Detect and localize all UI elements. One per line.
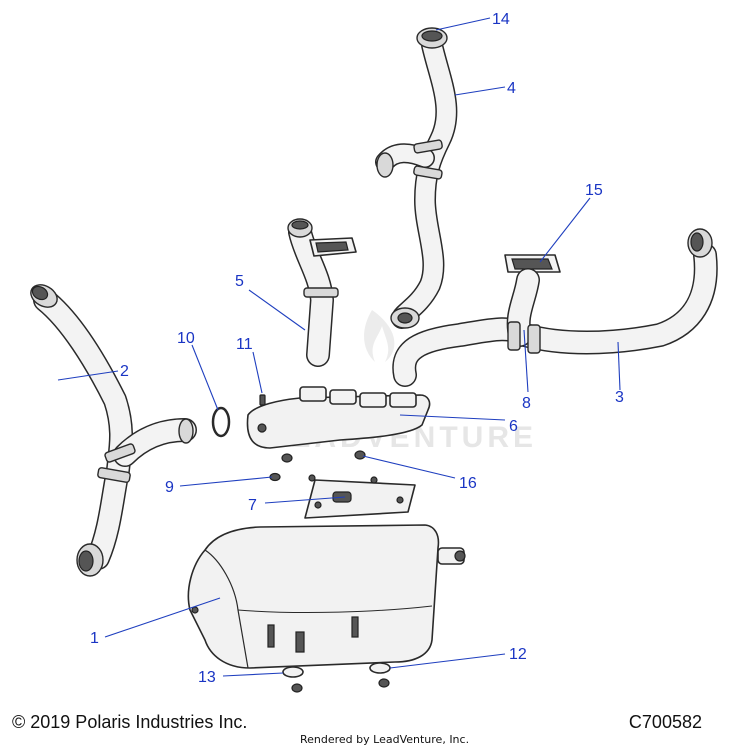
callout-14: 14 <box>492 11 510 28</box>
leader-lines <box>57 17 621 677</box>
callout-11: 11 <box>236 336 253 353</box>
part-16-nut <box>281 450 366 463</box>
copyright-text: © 2019 Polaris Industries Inc. <box>12 712 248 732</box>
leader-16 <box>362 455 456 479</box>
leader-8 <box>523 329 529 393</box>
callout-5: 5 <box>235 273 244 290</box>
leader-14 <box>435 17 491 31</box>
part-7-plate <box>304 474 416 519</box>
callout-numbers: 14 4 15 5 2 10 11 8 3 6 9 16 7 1 13 12 <box>90 11 624 686</box>
leader-10 <box>191 344 219 411</box>
callout-8: 8 <box>522 395 531 412</box>
leader-9 <box>179 476 273 487</box>
callout-15: 15 <box>585 182 603 199</box>
callout-1: 1 <box>90 630 99 647</box>
part-2-left-pipe <box>30 284 197 577</box>
part-1-muffler <box>187 524 466 669</box>
callout-16: 16 <box>459 475 477 492</box>
leader-11 <box>252 351 263 394</box>
part-3-right-pipe <box>392 228 718 387</box>
leader-6 <box>399 414 506 421</box>
leader-13 <box>222 672 284 677</box>
callout-9: 9 <box>165 479 174 496</box>
leader-4 <box>454 86 506 96</box>
callout-13: 13 <box>198 669 216 686</box>
leader-7 <box>264 496 346 504</box>
part-14-clamp <box>416 27 448 49</box>
part-11-stud <box>259 394 266 406</box>
callout-7: 7 <box>248 497 257 514</box>
callout-6: 6 <box>509 418 518 435</box>
callout-12: 12 <box>509 646 527 663</box>
part-5-short-pipe <box>287 218 357 367</box>
callout-2: 2 <box>120 363 129 380</box>
part-12-washer-nut <box>369 662 391 688</box>
leader-1 <box>104 597 221 638</box>
leader-15 <box>539 197 591 263</box>
part-10-ring <box>211 406 231 438</box>
part-6-manifold <box>246 386 431 449</box>
leader-12 <box>389 653 506 669</box>
callout-10: 10 <box>177 330 195 347</box>
leader-5 <box>248 289 306 331</box>
rendered-by-text: Rendered by LeadVenture, Inc. <box>300 733 470 746</box>
callout-3: 3 <box>615 389 624 406</box>
leader-3 <box>617 341 621 391</box>
part-13-washer-nut <box>282 666 304 693</box>
leader-2 <box>57 370 119 381</box>
callout-4: 4 <box>507 80 516 97</box>
part-4-upper-pipe <box>375 34 458 329</box>
diagram-code: C700582 <box>628 712 702 732</box>
part-15-mount <box>504 254 561 273</box>
